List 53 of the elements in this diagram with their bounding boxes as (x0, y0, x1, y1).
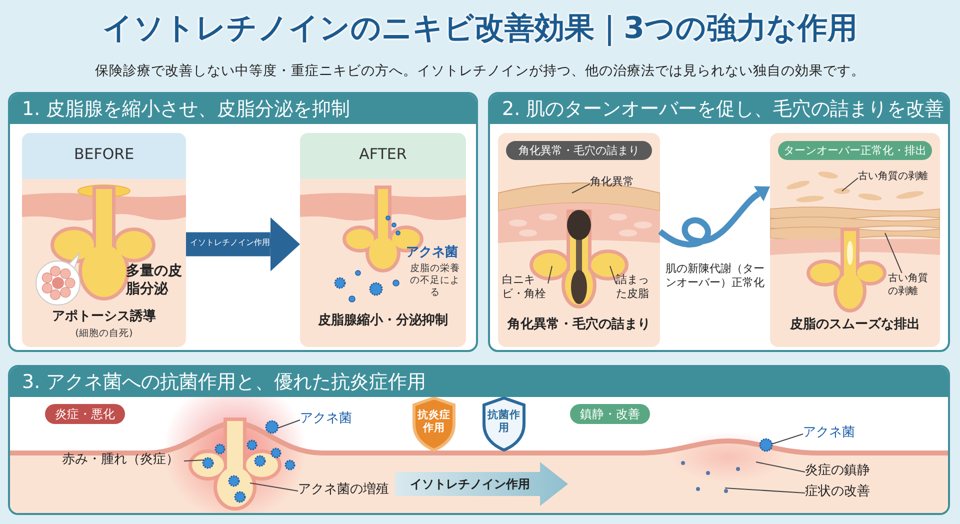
leader-line (250, 482, 298, 492)
callout-text: 症状の改善 (805, 484, 885, 502)
leader-line (184, 460, 204, 462)
caption-text: 角化異常・毛穴の詰まり (506, 317, 652, 334)
leader-line (772, 434, 804, 444)
title-heading: イソトレチノインのニキビ改善効果｜3つの強力な作用 (102, 10, 858, 48)
status-tag: ターンオーバー正常化・排出 (778, 141, 932, 160)
callout-text: 古い角質の剥離 (888, 273, 934, 301)
subtitle-text: 保険診療で改善しない中等度・重症ニキビの方へ。イソトレチノインが持つ、他の治療法では見られない独自の効果です。 (94, 62, 866, 80)
caption-text: 皮脂のスムーズな排出 (789, 317, 921, 334)
arrow-caption: イソトレチノイン作用 (409, 476, 531, 493)
callout-text: アクネ菌 (803, 425, 863, 443)
comparison-card (300, 133, 466, 347)
arrow (186, 217, 300, 272)
callout-text: アクネ菌 (300, 411, 360, 429)
panel-header: 2. 肌のターンオーバーを促し、毛穴の詰まりを改善 (490, 94, 948, 124)
callout-text: 炎症の鎮静 (805, 463, 885, 481)
comparison-card (22, 133, 186, 347)
leader-line (842, 178, 858, 192)
section-panel (488, 92, 950, 352)
status-tag: 鎮静・改善 (570, 404, 650, 424)
panel-header: 3. アクネ菌への抗菌作用と、優れた抗炎症作用 (10, 367, 948, 397)
status-tag: 角化異常・毛穴の詰まり (506, 141, 652, 160)
state-heading: BEFORE (72, 145, 136, 164)
edge-label: イソトレチノイン作用 (188, 238, 272, 248)
status-tag: 炎症・悪化 (45, 404, 125, 424)
leader-line (278, 420, 300, 428)
section-panel (8, 92, 478, 352)
panel-header: 1. 皮脂腺を縮小させ、皮脂分泌を抑制 (10, 94, 476, 124)
callout-text: 角化異常 (590, 175, 642, 191)
state-heading: AFTER (358, 145, 408, 164)
comparison-card (498, 133, 660, 347)
callout-text: 多量の皮脂分泌 (126, 263, 183, 298)
comparison-card (770, 133, 940, 347)
note-text: 皮脂の栄養の不足による (409, 263, 461, 299)
bacteria-label: アクネ菌 (406, 245, 459, 262)
callout-text: 白ニキビ・角栓 (502, 273, 548, 303)
effect-shield: 抗菌作用 (482, 396, 526, 452)
leader-line (572, 183, 590, 194)
leader-line (610, 266, 616, 284)
callout-text: 古い角質の剥離 (858, 171, 936, 185)
caption-text: アポトーシス誘導 (51, 309, 157, 326)
arrow (658, 186, 770, 248)
caption-text: 皮脂腺縮小・分泌抑制 (317, 313, 449, 330)
leader-line (756, 462, 806, 472)
leader-line (884, 232, 902, 274)
leader-line (724, 488, 806, 494)
callout-text: 詰まった皮脂 (616, 273, 656, 303)
callout-text: 赤み・腫れ（炎症） (62, 452, 184, 470)
note-text: (細胞の自死) (74, 328, 134, 340)
effect-shield: 抗炎症作用 (412, 396, 456, 452)
leader-line (548, 266, 552, 284)
callout-text: アクネ菌の増殖 (298, 482, 398, 500)
